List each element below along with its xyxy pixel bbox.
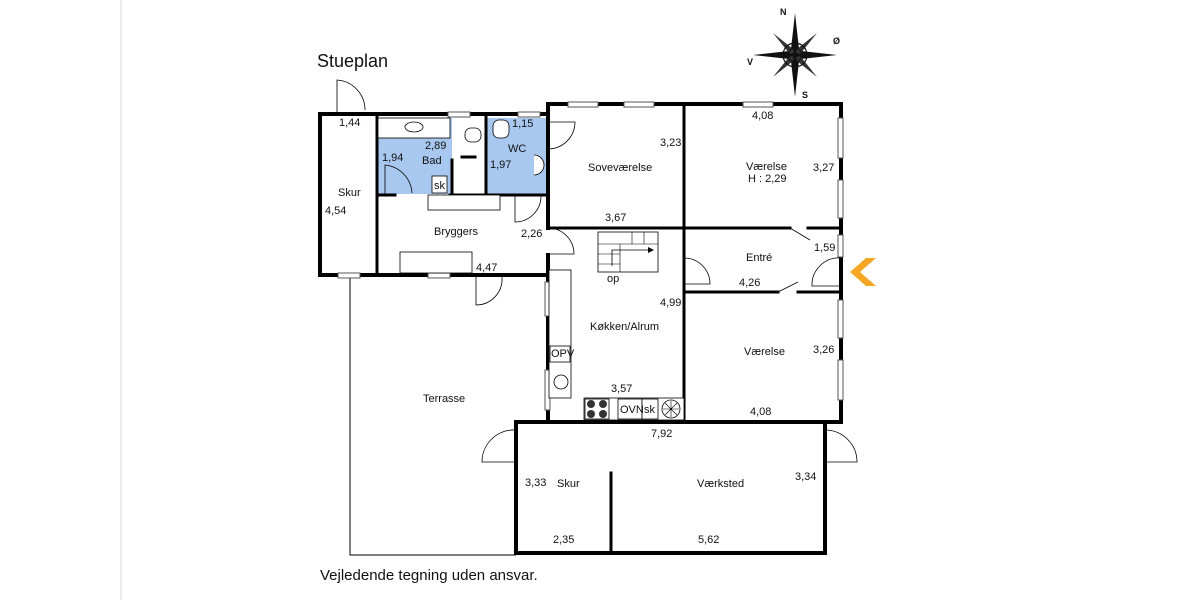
sovevaerelse-name: Soveværelse: [588, 162, 652, 174]
entre-name: Entré: [746, 252, 772, 264]
fixtures: [377, 117, 685, 421]
kokken-dim-2: 3,57: [611, 383, 632, 395]
skur-bottom-dim-1: 3,33: [525, 477, 546, 489]
bryggers-dim-1: 2,26: [521, 228, 542, 240]
vaerelse-top-dim-width: 4,08: [752, 110, 773, 122]
compass-s: S: [802, 90, 808, 100]
fixture-sk-kitchen: sk: [644, 404, 656, 416]
compass-rose-icon: [753, 13, 837, 97]
entry-arrow-icon: [850, 258, 876, 286]
skur-left-dim-width: 1,44: [339, 117, 360, 129]
bad-name: Bad: [422, 155, 442, 167]
vaerksted-name: Værksted: [697, 478, 744, 490]
fixture-sk-bad: sk: [434, 180, 446, 192]
terrasse-name: Terrasse: [423, 393, 465, 405]
kokken-name: Køkken/Alrum: [590, 321, 659, 333]
entre-dim-1: 1,59: [814, 242, 835, 254]
skur-bottom-name: Skur: [557, 478, 580, 490]
bad-dim-length: 1,94: [382, 152, 403, 164]
wc-dim-length: 1,97: [490, 159, 511, 171]
vaerelse-bottom-dim-2: 4,08: [750, 406, 771, 418]
vaerelse-top-dim-length: 3,27: [813, 162, 834, 174]
plan-title: Stueplan: [317, 51, 388, 71]
vaerelse-top-height: H : 2,29: [748, 173, 787, 185]
terrace-outline: [349, 275, 516, 556]
fixture-ovn: OVN: [620, 404, 644, 416]
vaerksted-dim-inner: 5,62: [698, 534, 719, 546]
entre-dim-2: 4,26: [739, 277, 760, 289]
vaerelse-top-name: Værelse: [746, 161, 787, 173]
kokken-dim-1: 4,99: [660, 297, 681, 309]
sovevaerelse-dim-1: 3,23: [660, 137, 681, 149]
wc-name: WC: [508, 143, 526, 155]
compass-v: V: [747, 57, 753, 67]
compass-n: N: [780, 7, 787, 17]
compass-o: Ø: [833, 36, 840, 46]
bad-dim-width: 2,89: [425, 140, 446, 152]
vaerksted-dim-length: 3,34: [795, 471, 816, 483]
disclaimer-note: Vejledende tegning uden ansvar.: [320, 567, 538, 584]
vaerelse-bottom-dim-1: 3,26: [813, 344, 834, 356]
skur-left-dim-length: 4,54: [325, 205, 346, 217]
windows: [337, 101, 844, 411]
skur-left-name: Skur: [338, 187, 361, 199]
doors: [336, 79, 858, 463]
skur-bottom-dim-2: 2,35: [553, 534, 574, 546]
fixture-opv: OPV: [551, 348, 575, 360]
wc-dim-width: 1,15: [512, 118, 533, 130]
sovevaerelse-dim-2: 3,67: [605, 212, 626, 224]
bryggers-name: Bryggers: [434, 226, 479, 238]
stairs-label: op: [607, 273, 619, 285]
vaerksted-dim-width: 7,92: [651, 428, 672, 440]
vaerelse-bottom-name: Værelse: [744, 346, 785, 358]
bryggers-dim-2: 4,47: [476, 262, 497, 274]
